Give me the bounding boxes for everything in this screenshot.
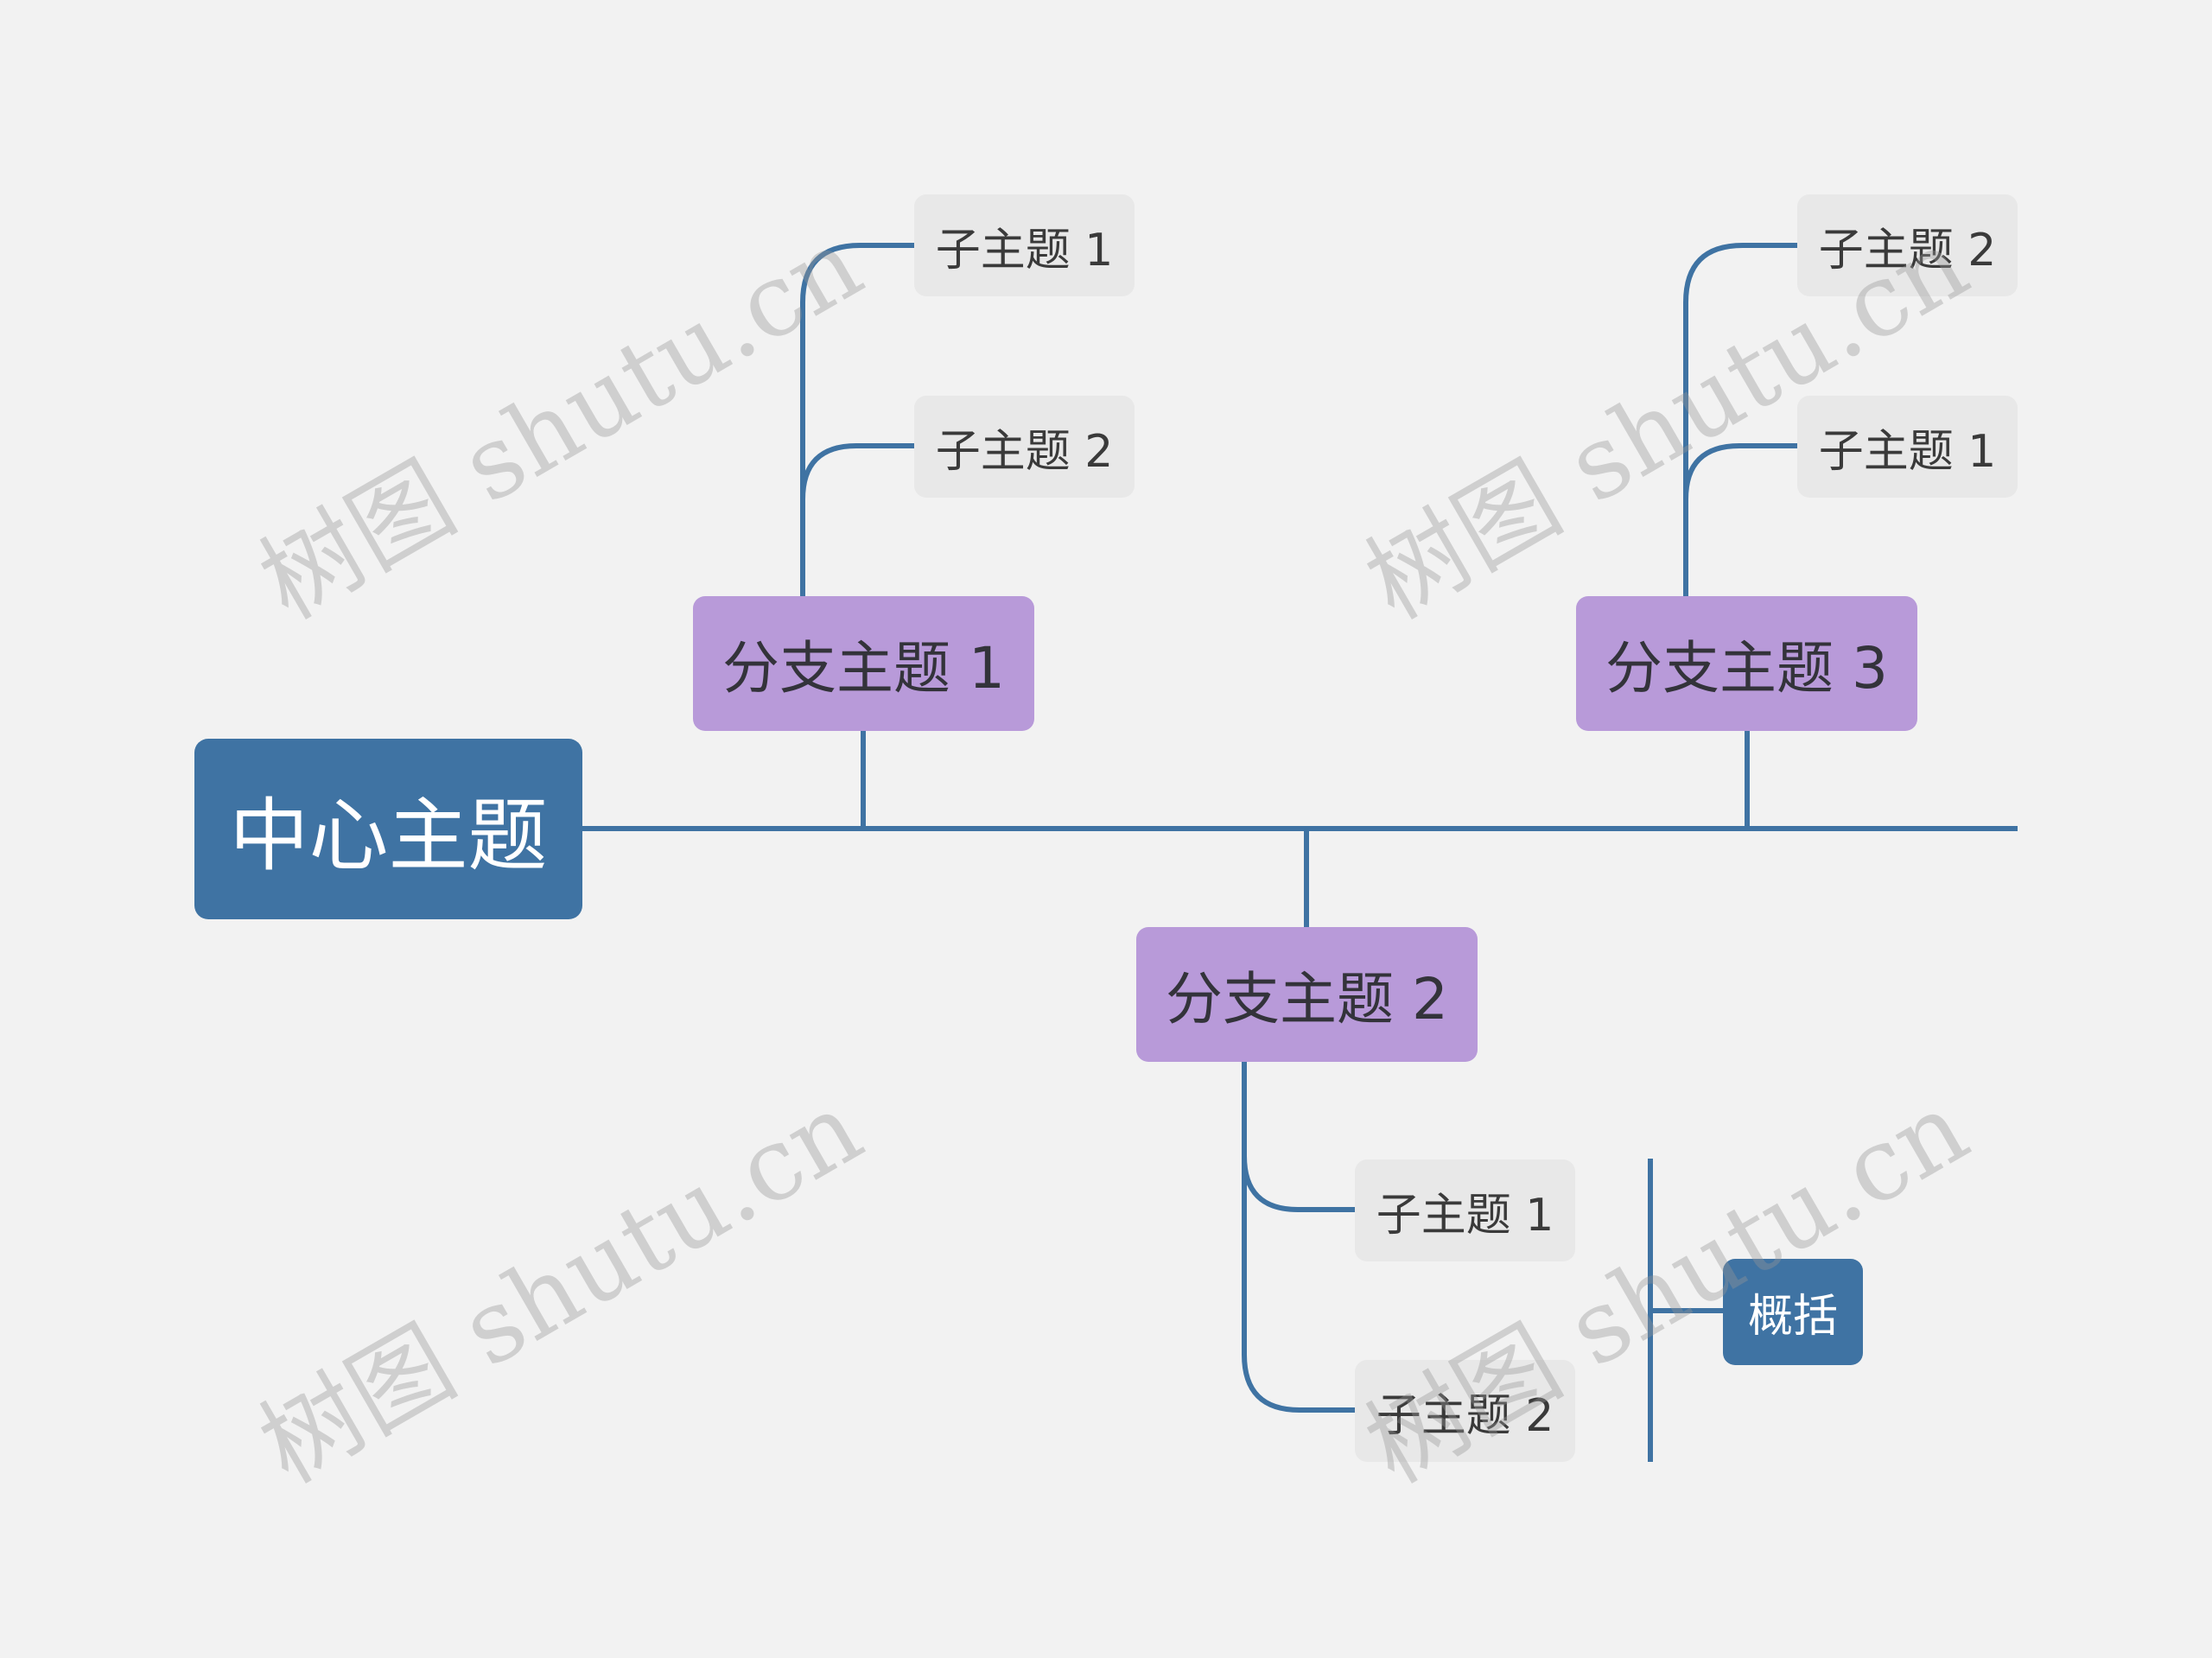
summary-topic[interactable]: 概括 xyxy=(1723,1259,1863,1365)
branch-3-sub-1-link xyxy=(1683,443,1797,500)
branch-1-subtopic-2[interactable]: 子主题 2 xyxy=(914,396,1135,498)
central-topic[interactable]: 中心主题 xyxy=(194,739,582,919)
branch-1-trunk xyxy=(800,243,914,596)
branch-2-sub-1-link xyxy=(1242,1155,1355,1212)
branch-2-subtopic-1[interactable]: 子主题 1 xyxy=(1355,1159,1575,1261)
branch-3-subtopic-1[interactable]: 子主题 2 xyxy=(1797,194,2018,296)
branch-topic-2[interactable]: 分支主题 2 xyxy=(1136,927,1478,1062)
branch-2-trunk xyxy=(1242,1062,1355,1413)
branch-3-trunk xyxy=(1683,243,1797,596)
branch-2-subtopic-2[interactable]: 子主题 2 xyxy=(1355,1360,1575,1462)
branch-topic-3[interactable]: 分支主题 3 xyxy=(1576,596,1917,731)
branch-3-subtopic-2[interactable]: 子主题 1 xyxy=(1797,396,2018,498)
branch-topic-1[interactable]: 分支主题 1 xyxy=(693,596,1034,731)
branch-1-sub-2-link xyxy=(800,443,914,500)
branch-1-subtopic-1[interactable]: 子主题 1 xyxy=(914,194,1135,296)
